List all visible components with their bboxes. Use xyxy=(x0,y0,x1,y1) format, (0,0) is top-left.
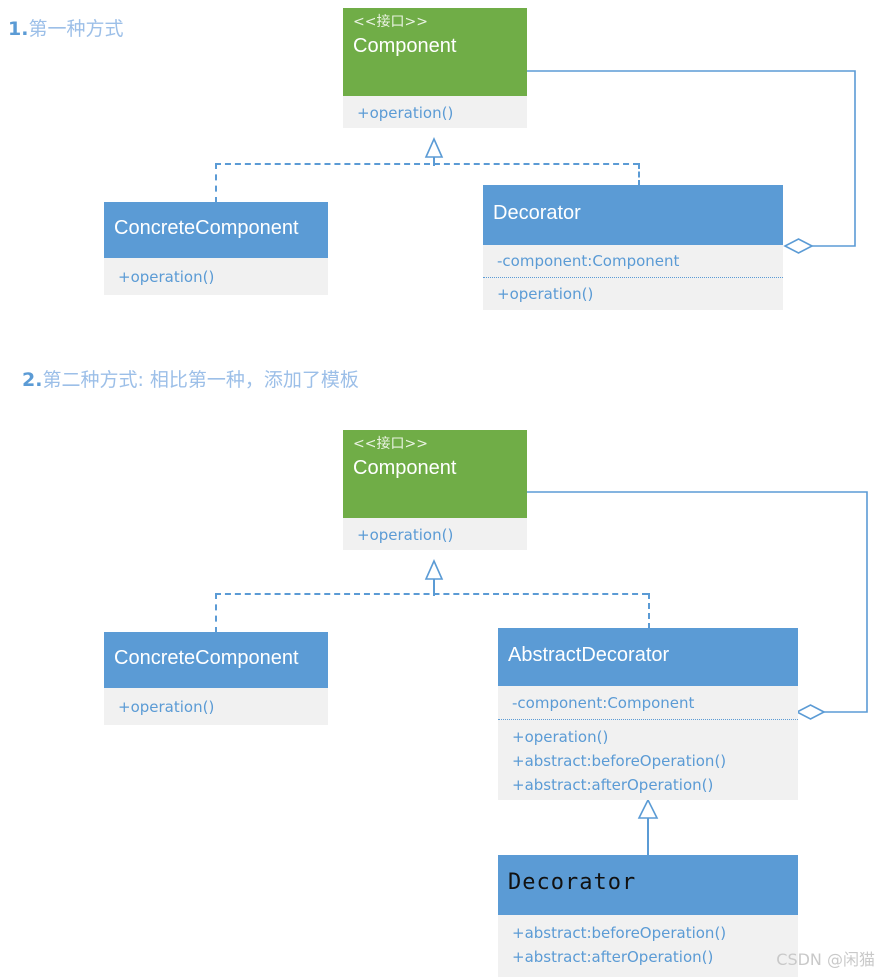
class-header-component-1: <<接口>> Component xyxy=(343,8,527,96)
operations-compartment-decorator-2: +abstract:beforeOperation() +abstract:af… xyxy=(498,915,798,977)
realization-drop-concrete-1 xyxy=(215,163,217,203)
realization-bus-1 xyxy=(215,163,639,165)
realization-arrow-2 xyxy=(424,559,444,580)
section-label-2: 第二种方式: 相比第一种，添加了模板 xyxy=(42,369,359,391)
section-label-1: 第一种方式 xyxy=(28,18,124,40)
attributes-compartment-decorator-1: -component:Component xyxy=(483,245,783,278)
member-row: +operation() xyxy=(497,285,594,303)
operations-compartment-concretecomponent-2: +operation() xyxy=(104,688,328,725)
stereotype-label-2: <<接口>> xyxy=(353,436,428,452)
class-name-component-2: Component xyxy=(353,457,457,479)
watermark-label: CSDN @闲猫 xyxy=(776,950,875,969)
attributes-compartment-abstractdecorator-2: -component:Component xyxy=(498,686,798,720)
class-header-decorator-2: Decorator xyxy=(498,855,798,915)
member-row: -component:Component xyxy=(512,694,695,712)
class-header-component-2: <<接口>> Component xyxy=(343,430,527,518)
member-row: +abstract:beforeOperation() xyxy=(512,924,727,942)
member-row: +abstract:afterOperation() xyxy=(512,948,714,966)
class-header-decorator-1: Decorator xyxy=(483,185,783,245)
aggregation-diamond-2 xyxy=(795,704,826,720)
realization-drop-decorator-1 xyxy=(638,163,640,186)
section-title-2: 2.第二种方式: 相比第一种，添加了模板 xyxy=(22,369,359,392)
class-box-decorator-1[interactable]: Decorator -component:Component +operatio… xyxy=(483,185,783,310)
member-row: +abstract:beforeOperation() xyxy=(512,752,727,770)
operations-compartment-component-1: +operation() xyxy=(343,96,527,128)
class-box-concretecomponent-1[interactable]: ConcreteComponent +operation() xyxy=(104,202,328,295)
generalization-arrow-2 xyxy=(637,798,659,819)
class-box-component-2[interactable]: <<接口>> Component +operation() xyxy=(343,430,527,550)
realization-bus-2 xyxy=(215,593,648,595)
stereotype-label-1: <<接口>> xyxy=(353,14,428,30)
member-row: +operation() xyxy=(118,698,215,716)
member-row: +operation() xyxy=(357,104,454,122)
class-name-component-1: Component xyxy=(353,35,457,57)
class-name-decorator-1: Decorator xyxy=(493,202,581,224)
operations-compartment-abstractdecorator-2: +operation() +abstract:beforeOperation()… xyxy=(498,720,798,800)
operations-compartment-component-2: +operation() xyxy=(343,518,527,550)
realization-drop-concrete-2 xyxy=(215,593,217,633)
class-name-abstractdecorator-2: AbstractDecorator xyxy=(508,644,670,666)
class-name-decorator-2: Decorator xyxy=(508,870,637,895)
class-name-concretecomponent-1: ConcreteComponent xyxy=(114,217,299,239)
class-header-abstractdecorator-2: AbstractDecorator xyxy=(498,628,798,686)
section-number-2: 2. xyxy=(22,369,43,391)
member-row: -component:Component xyxy=(497,252,680,270)
class-box-abstractdecorator-2[interactable]: AbstractDecorator -component:Component +… xyxy=(498,628,798,800)
member-row: +abstract:afterOperation() xyxy=(512,776,714,794)
class-header-concretecomponent-2: ConcreteComponent xyxy=(104,632,328,688)
section-title-1: 1.第一种方式 xyxy=(8,18,123,41)
operations-compartment-concretecomponent-1: +operation() xyxy=(104,258,328,295)
class-header-concretecomponent-1: ConcreteComponent xyxy=(104,202,328,258)
member-row: +operation() xyxy=(357,526,454,544)
operations-compartment-decorator-1: +operation() xyxy=(483,278,783,310)
class-box-decorator-2[interactable]: Decorator +abstract:beforeOperation() +a… xyxy=(498,855,798,977)
member-row: +operation() xyxy=(118,268,215,286)
member-row: +operation() xyxy=(512,728,609,746)
class-box-component-1[interactable]: <<接口>> Component +operation() xyxy=(343,8,527,128)
class-name-concretecomponent-2: ConcreteComponent xyxy=(114,647,299,669)
realization-arrow-1 xyxy=(424,137,444,158)
aggregation-diamond-1 xyxy=(783,238,814,254)
realization-drop-abstractdecorator-2 xyxy=(648,593,650,629)
class-box-concretecomponent-2[interactable]: ConcreteComponent +operation() xyxy=(104,632,328,725)
section-number-1: 1. xyxy=(8,18,29,40)
